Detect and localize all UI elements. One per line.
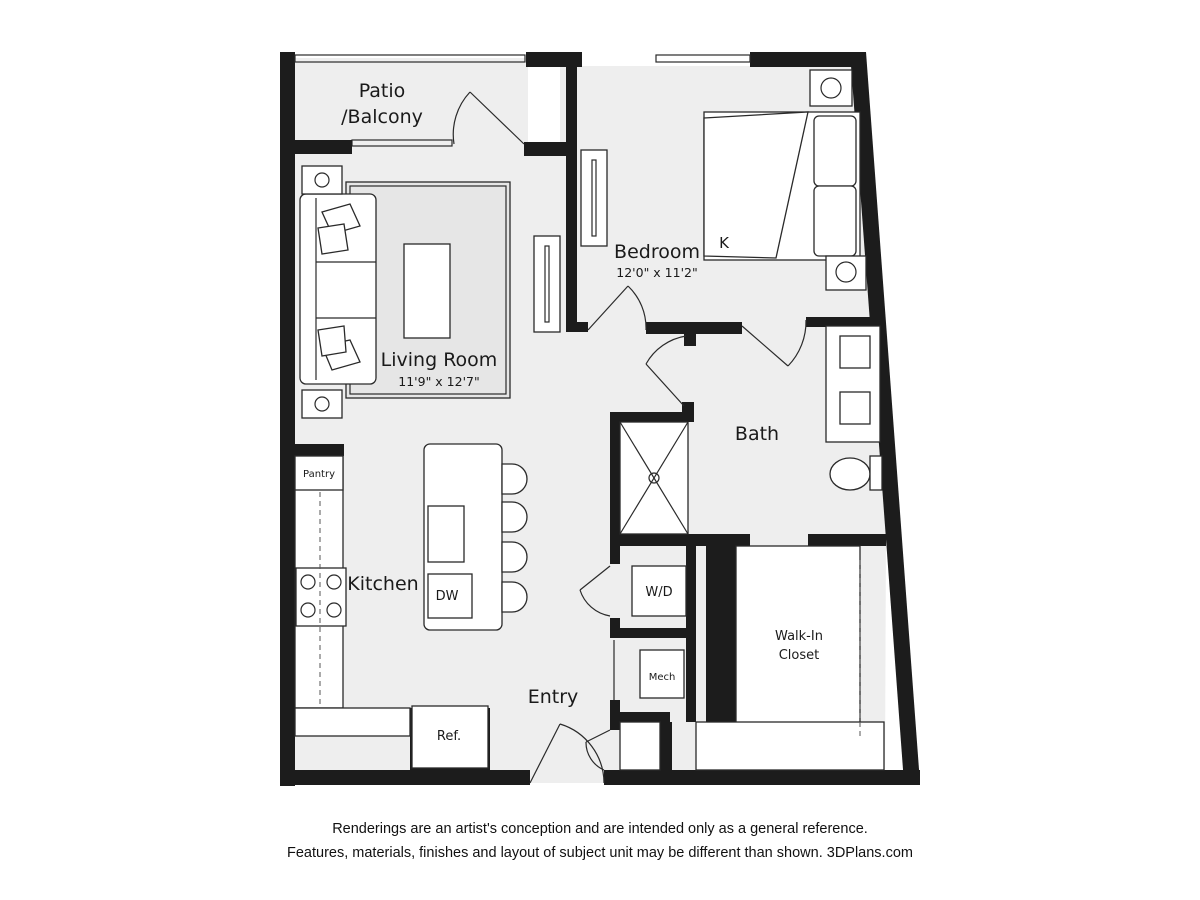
- label-patio-line1: Patio: [359, 80, 406, 102]
- disclaimer-line1: Renderings are an artist's conception an…: [332, 821, 868, 837]
- disclaimer-line2: Features, materials, finishes and layout…: [287, 845, 913, 861]
- label-bedroom-dims: 12'0" x 11'2": [616, 265, 697, 280]
- bedroom-furniture: [703, 69, 867, 291]
- label-refrigerator: Ref.: [437, 729, 461, 744]
- exterior-walls: [280, 52, 920, 786]
- label-entry: Entry: [528, 686, 579, 708]
- utility-fixtures: [619, 545, 885, 771]
- label-walk-in-closet-line1: Walk-In: [775, 629, 823, 644]
- bath-fixtures: [619, 325, 883, 535]
- label-washer-dryer: W/D: [645, 585, 672, 600]
- label-living-room-dims: 11'9" x 12'7": [398, 374, 479, 389]
- label-bath: Bath: [735, 423, 779, 445]
- label-living-room: Living Room: [381, 349, 498, 371]
- kitchen-fixtures: [294, 443, 528, 769]
- label-mech: Mech: [649, 672, 676, 683]
- label-dishwasher: DW: [436, 589, 459, 604]
- label-patio-line2: /Balcony: [341, 106, 423, 128]
- label-bed-size: K: [719, 234, 730, 252]
- label-kitchen: Kitchen: [347, 573, 418, 595]
- label-bedroom: Bedroom: [614, 241, 700, 263]
- living-furniture: [299, 149, 608, 419]
- label-pantry: Pantry: [303, 469, 335, 480]
- label-walk-in-closet-line2: Closet: [779, 648, 820, 663]
